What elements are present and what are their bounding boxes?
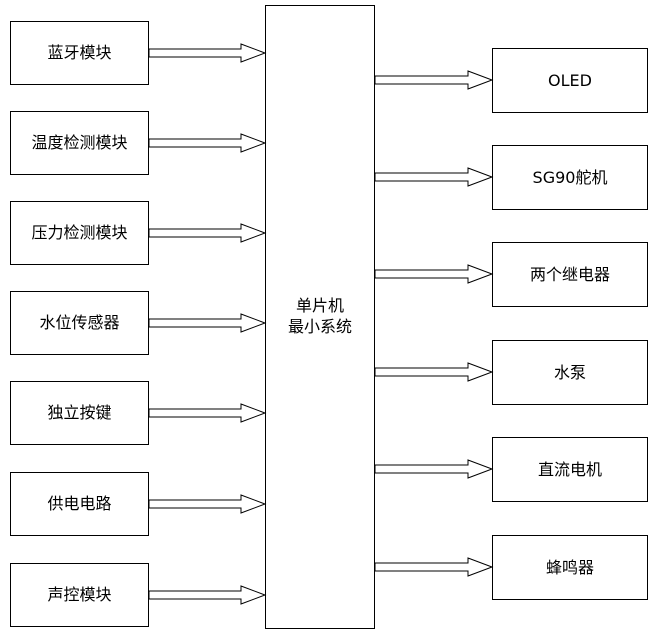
input-box-water-level: 水位传感器	[10, 291, 149, 355]
arrow-power-to-mcu	[148, 494, 267, 514]
input-box-buttons: 独立按键	[10, 381, 149, 445]
mcu-label-line2: 最小系统	[287, 317, 352, 336]
output-label-pump: 水泵	[553, 362, 586, 382]
output-box-oled: OLED	[492, 48, 648, 113]
arrow-mcu-to-servo	[374, 167, 494, 187]
input-box-power: 供电电路	[10, 472, 149, 536]
output-label-oled: OLED	[548, 70, 592, 90]
input-box-temperature: 温度检测模块	[10, 111, 149, 175]
output-label-servo: SG90舵机	[532, 167, 608, 187]
output-box-servo: SG90舵机	[492, 145, 648, 210]
input-box-bluetooth: 蓝牙模块	[10, 21, 149, 85]
arrow-buttons-to-mcu	[148, 403, 267, 423]
output-box-dc-motor: 直流电机	[492, 437, 648, 502]
arrow-mcu-to-dc-motor	[374, 459, 494, 479]
arrow-temperature-to-mcu	[148, 133, 267, 153]
input-label-buttons: 独立按键	[47, 403, 112, 422]
output-box-buzzer: 蜂鸣器	[492, 535, 648, 600]
input-label-voice-control: 声控模块	[47, 585, 112, 604]
input-label-power: 供电电路	[47, 494, 112, 513]
arrow-voice-control-to-mcu	[148, 585, 267, 605]
input-label-pressure: 压力检测模块	[31, 223, 128, 242]
arrow-mcu-to-oled	[374, 70, 494, 90]
output-label-buzzer: 蜂鸣器	[545, 557, 594, 577]
output-label-relays: 两个继电器	[529, 264, 610, 284]
mcu-label-line1: 单片机	[295, 296, 344, 316]
output-box-pump: 水泵	[492, 340, 648, 405]
input-label-water-level: 水位传感器	[39, 313, 120, 332]
arrow-bluetooth-to-mcu	[148, 43, 267, 63]
input-box-pressure: 压力检测模块	[10, 201, 149, 265]
input-label-temperature: 温度检测模块	[31, 133, 128, 152]
arrow-mcu-to-relays	[374, 264, 494, 284]
output-box-relays: 两个继电器	[492, 242, 648, 307]
input-label-bluetooth: 蓝牙模块	[47, 43, 112, 62]
input-box-voice-control: 声控模块	[10, 563, 149, 627]
arrow-pressure-to-mcu	[148, 223, 267, 243]
arrow-water-level-to-mcu	[148, 313, 267, 333]
arrow-mcu-to-pump	[374, 362, 494, 382]
mcu-box: 单片机 最小系统	[265, 5, 375, 629]
arrow-mcu-to-buzzer	[374, 557, 494, 577]
output-label-dc-motor: 直流电机	[537, 459, 602, 479]
